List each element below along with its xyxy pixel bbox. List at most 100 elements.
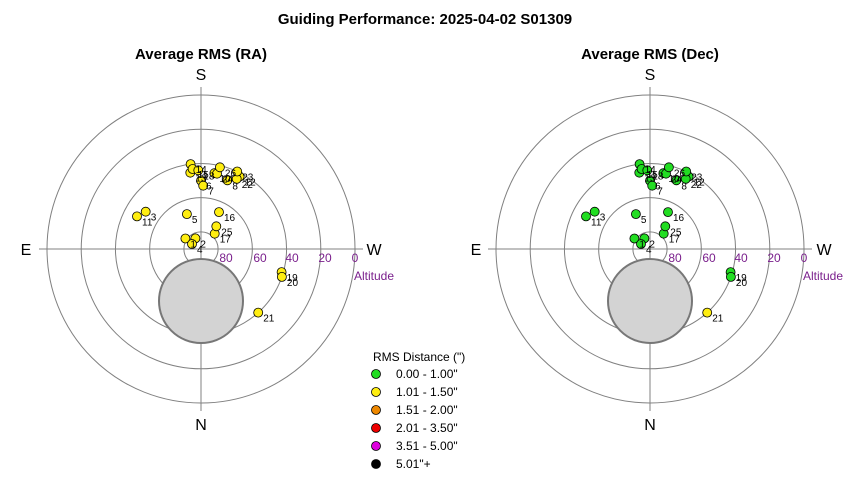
- data-point-label-14: 14: [196, 165, 208, 176]
- data-point-3: [589, 206, 600, 217]
- data-point-7: [198, 180, 209, 191]
- data-point-4: [187, 239, 197, 249]
- data-point-20: [726, 271, 736, 282]
- legend-swatch: [371, 405, 381, 415]
- legend-item: 3.51 - 5.00": [371, 439, 458, 453]
- compass-south: S: [196, 67, 207, 84]
- altitude-tick-0: 0: [801, 251, 808, 265]
- polar-grid: [488, 87, 812, 411]
- data-point-11: [132, 211, 142, 222]
- data-point-label-11: 11: [591, 217, 602, 228]
- moon-marker: [158, 258, 244, 344]
- legend-swatch: [371, 441, 381, 451]
- legend-label: 0.00 - 1.00": [396, 367, 458, 381]
- altitude-tick-20: 20: [318, 251, 332, 265]
- data-point-label-20: 20: [736, 278, 748, 289]
- data-point-16: [214, 207, 224, 218]
- legend-label: 1.01 - 1.50": [396, 385, 458, 399]
- compass-west: W: [366, 242, 382, 259]
- compass-east: E: [21, 242, 32, 259]
- data-point-label-17: 17: [669, 235, 681, 246]
- polar-chart-dec: Average RMS (Dec) S N E W 80 60 40 20 0 …: [471, 46, 844, 434]
- data-point-7: [647, 180, 658, 191]
- figure-title: Guiding Performance: 2025-04-02 S01309: [278, 11, 572, 28]
- data-point-23: [681, 166, 692, 177]
- moon-marker: [607, 258, 693, 344]
- legend-swatch: [371, 387, 381, 397]
- legend-swatch: [371, 369, 381, 379]
- data-point-label-26: 26: [225, 168, 237, 179]
- altitude-tick-60: 60: [253, 251, 267, 265]
- legend-item: 1.01 - 1.50": [371, 385, 458, 399]
- altitude-tick-20: 20: [767, 251, 781, 265]
- data-point-label-12: 12: [694, 178, 706, 189]
- data-point-16: [663, 207, 673, 218]
- data-point-label-7: 7: [208, 187, 214, 198]
- legend-swatch: [371, 459, 381, 469]
- data-point-label-8: 8: [681, 181, 687, 192]
- data-point-label-19: 19: [736, 273, 748, 284]
- data-point-label-14: 14: [645, 165, 657, 176]
- data-point-23: [232, 166, 243, 177]
- data-point-label-18: 18: [652, 171, 664, 182]
- compass-north: N: [195, 417, 207, 434]
- altitude-axis-label: Altitude: [354, 269, 394, 283]
- data-point-label-5: 5: [641, 215, 647, 226]
- data-point-label-6: 6: [206, 182, 212, 193]
- data-point-4: [636, 239, 646, 249]
- data-point-label-25: 25: [670, 227, 682, 238]
- legend-label: 5.01"+: [396, 457, 431, 471]
- data-point-label-15: 15: [198, 170, 210, 181]
- data-point-label-8: 8: [232, 181, 238, 192]
- chart-title-ra: Average RMS (RA): [135, 46, 267, 63]
- altitude-tick-40: 40: [734, 251, 748, 265]
- data-point-21: [253, 307, 264, 318]
- data-point-label-1: 1: [639, 240, 645, 251]
- legend-title: RMS Distance ("): [373, 350, 465, 364]
- compass-east: E: [471, 242, 482, 259]
- legend-label: 3.51 - 5.00": [396, 439, 458, 453]
- data-point-1: [629, 233, 640, 244]
- data-point-25: [660, 221, 671, 232]
- data-point-label-7: 7: [657, 187, 663, 198]
- altitude-tick-0: 0: [352, 251, 359, 265]
- data-point-label-22: 22: [691, 180, 703, 191]
- altitude-tick-40: 40: [285, 251, 299, 265]
- polar-chart-ra: Average RMS (RA) S N E W 80 60 40 20 0 A…: [21, 46, 395, 434]
- data-point-18: [642, 165, 653, 176]
- data-point-label-12: 12: [245, 178, 257, 189]
- data-point-label-16: 16: [673, 213, 685, 224]
- compass-west: W: [816, 242, 832, 259]
- data-point-label-21: 21: [712, 314, 724, 325]
- data-point-label-20: 20: [287, 278, 299, 289]
- data-point-3: [140, 206, 151, 217]
- data-point-label-23: 23: [242, 173, 254, 184]
- data-point-label-22: 22: [242, 180, 254, 191]
- data-point-label-23: 23: [691, 173, 703, 184]
- data-point-1: [180, 233, 191, 244]
- legend-label: 2.01 - 3.50": [396, 421, 458, 435]
- legend-item: 2.01 - 3.50": [371, 421, 458, 435]
- data-point-label-13: 13: [195, 174, 207, 185]
- altitude-tick-80: 80: [668, 251, 682, 265]
- legend-item: 1.51 - 2.00": [371, 403, 458, 417]
- data-point-label-10: 10: [219, 174, 231, 185]
- data-point-label-26: 26: [674, 168, 686, 179]
- data-point-21: [702, 307, 713, 318]
- data-point-20: [276, 271, 287, 282]
- data-point-label-10: 10: [668, 174, 680, 185]
- data-point-25: [211, 221, 222, 232]
- polar-grid: [39, 87, 363, 411]
- legend-swatch: [371, 423, 381, 433]
- data-point-8: [222, 175, 233, 186]
- rms-legend: RMS Distance (") 0.00 - 1.00" 1.01 - 1.5…: [371, 350, 465, 471]
- data-point-label-13: 13: [644, 174, 656, 185]
- data-point-18: [193, 165, 204, 176]
- data-point-label-6: 6: [655, 182, 661, 193]
- data-point-label-2: 2: [200, 239, 206, 250]
- data-point-label-2: 2: [649, 239, 655, 250]
- altitude-tick-60: 60: [702, 251, 716, 265]
- compass-north: N: [644, 417, 656, 434]
- data-point-11: [581, 211, 591, 222]
